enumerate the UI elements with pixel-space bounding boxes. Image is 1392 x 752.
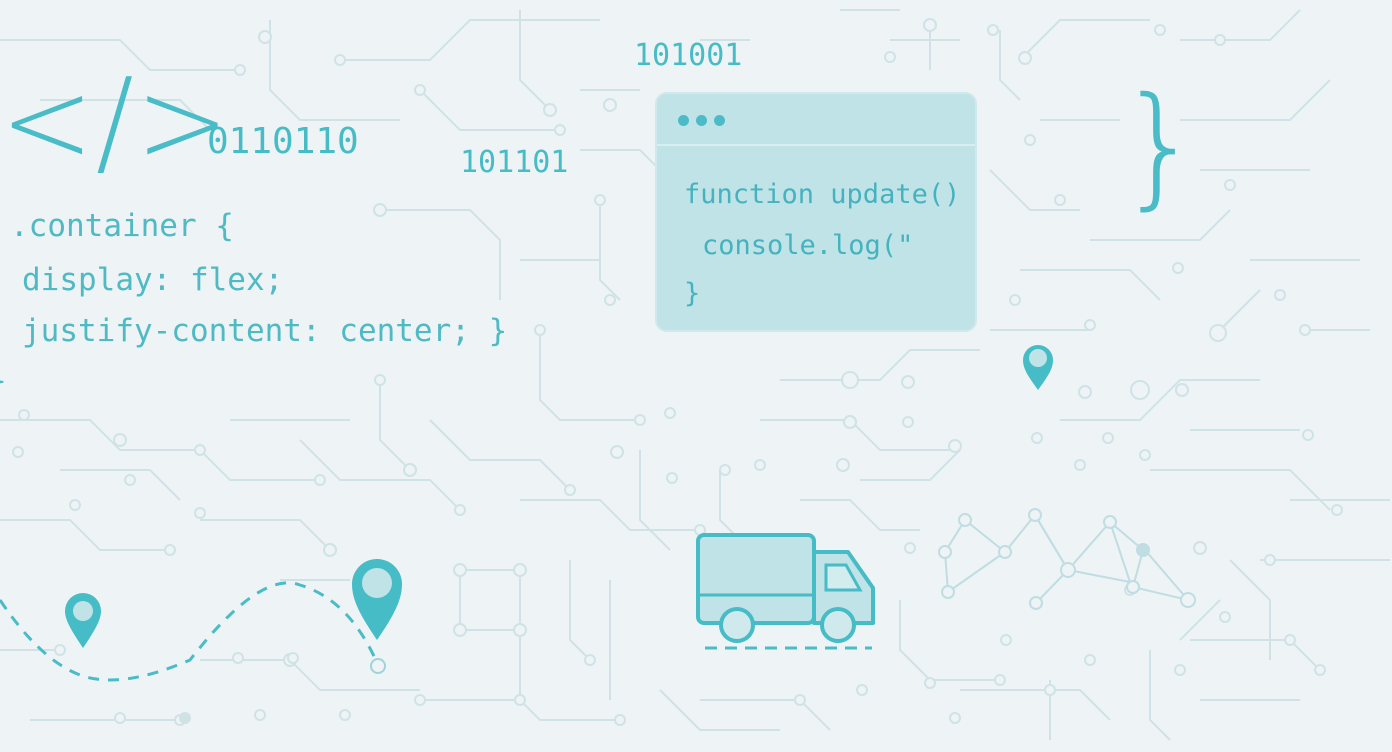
- window-dot-icon: [696, 115, 707, 126]
- css-line: .container {: [10, 208, 234, 244]
- binary-text: 101001: [634, 38, 743, 73]
- html-tag-icon: </>: [0, 52, 232, 190]
- css-line: }: [0, 366, 7, 397]
- code-window-icon: function update() console.log(" }: [655, 92, 977, 332]
- code-line: function update(): [684, 179, 961, 210]
- window-dot-icon: [678, 115, 689, 126]
- css-line: justify-content: center; }: [22, 313, 508, 349]
- window-divider: [657, 144, 975, 146]
- code-line: console.log(": [702, 230, 914, 261]
- binary-text: 101101: [460, 145, 569, 180]
- css-line: display: flex;: [22, 262, 284, 298]
- curly-brace-icon: }: [1118, 69, 1202, 223]
- binary-text: 0110110: [207, 121, 359, 162]
- window-dot-icon: [714, 115, 725, 126]
- code-line: }: [684, 278, 701, 309]
